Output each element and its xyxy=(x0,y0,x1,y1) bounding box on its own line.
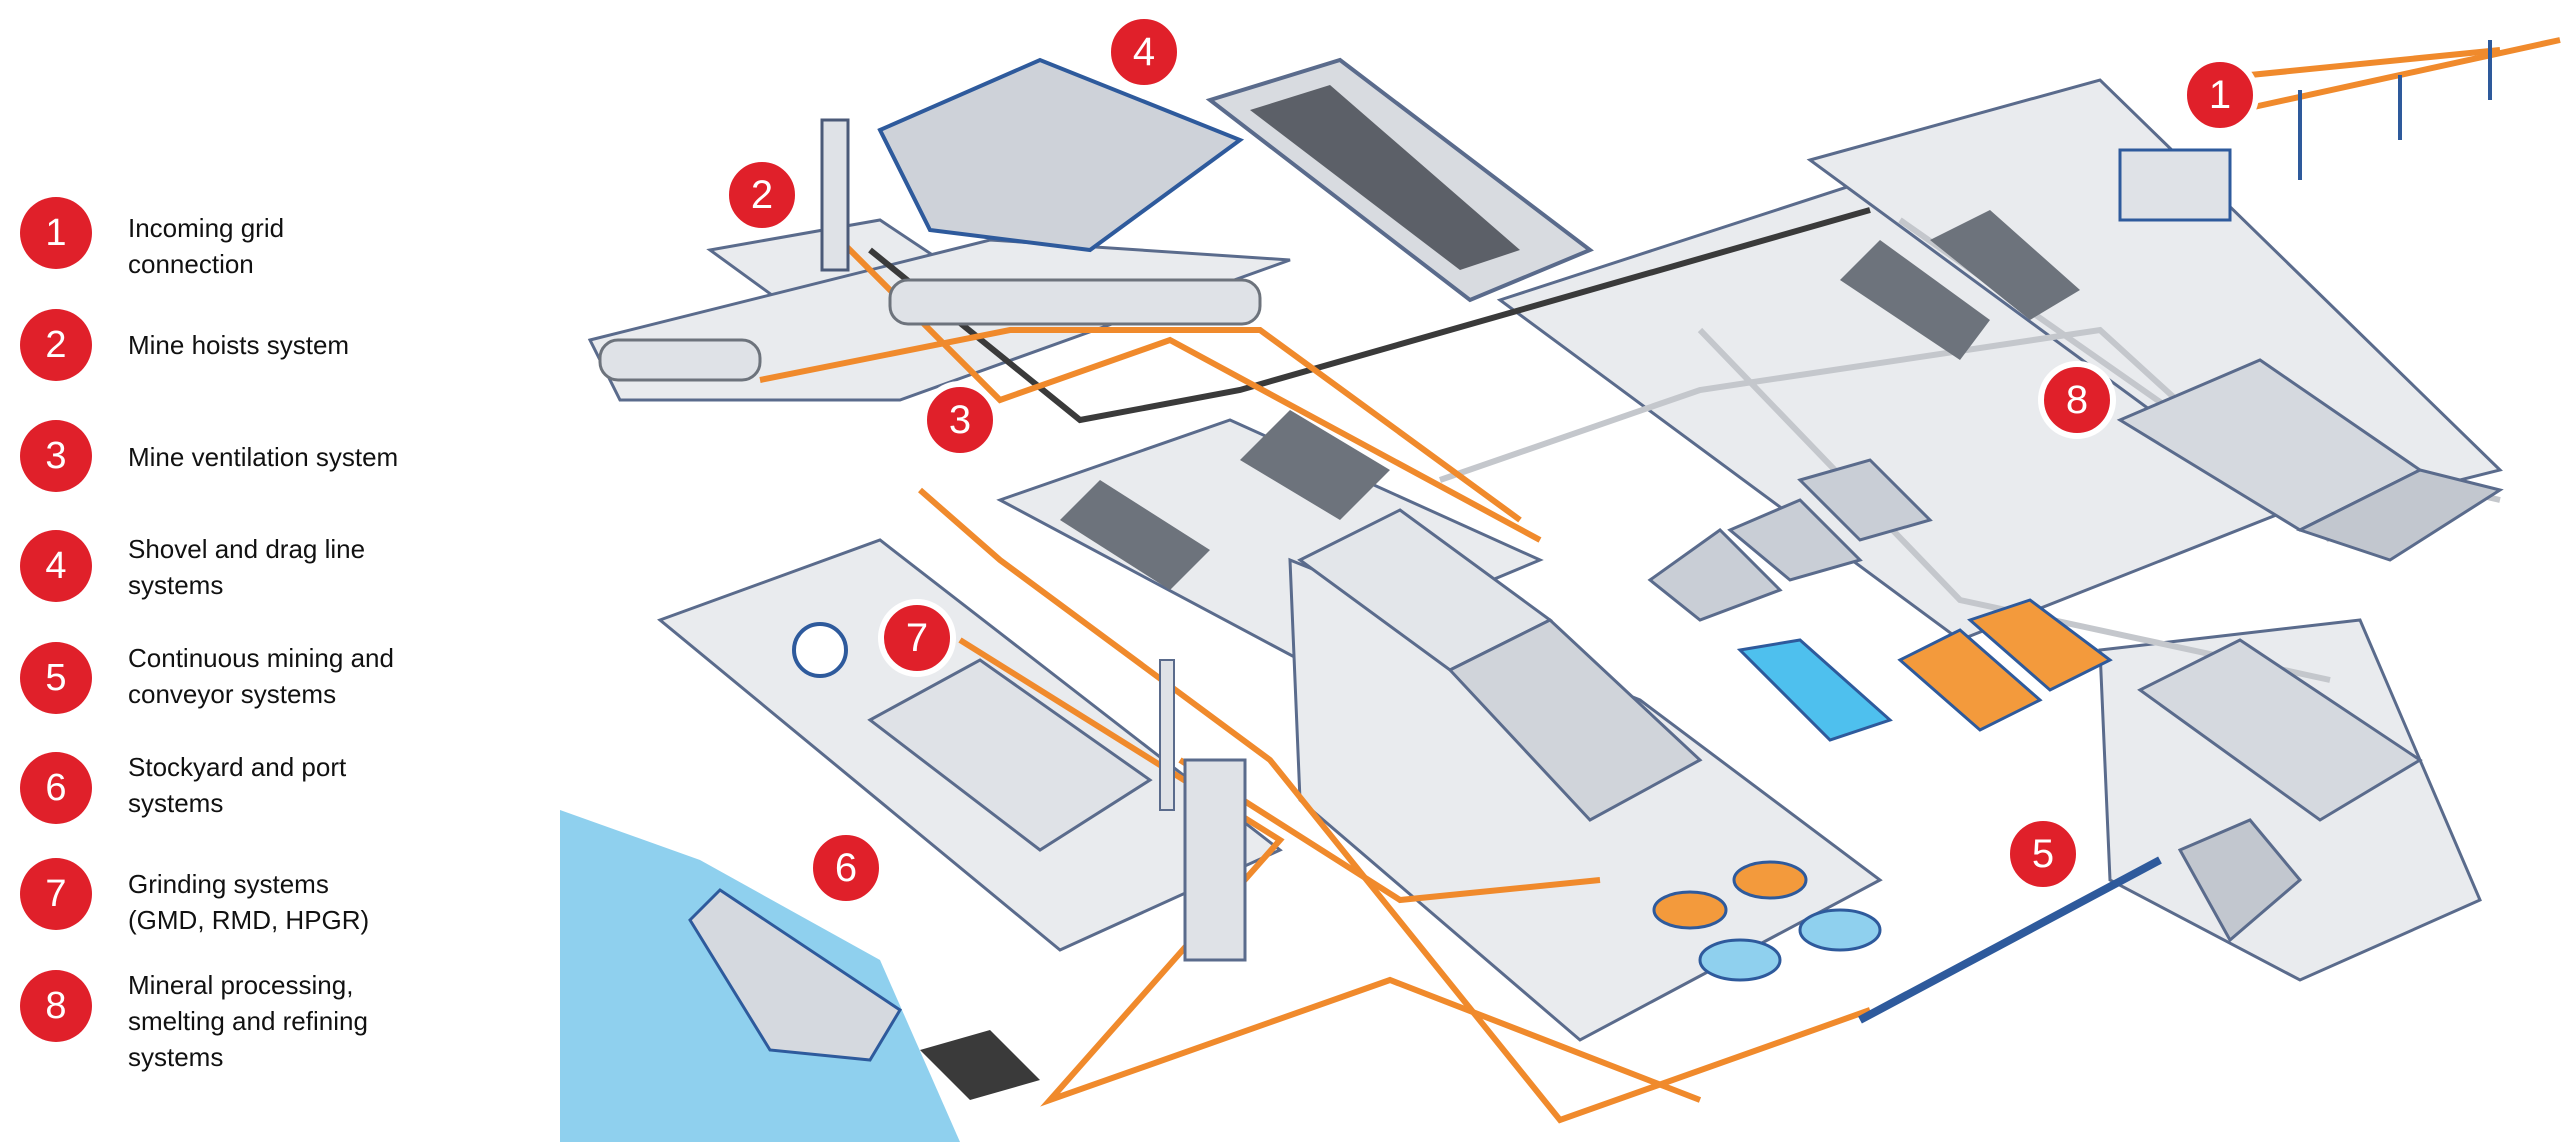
marker-2-label: 2 xyxy=(751,173,773,217)
port-coal-pile xyxy=(920,1030,1040,1100)
marker-1: 1 xyxy=(2181,56,2259,134)
marker-4: 4 xyxy=(1105,13,1183,91)
stockpile-4 xyxy=(1930,210,2080,320)
structures xyxy=(598,40,2504,1100)
marker-6: 6 xyxy=(807,829,885,907)
legend-label-8: Mineral processing, smelting and refinin… xyxy=(128,970,368,1072)
orange-tank-1 xyxy=(1897,628,2043,732)
marker-8: 8 xyxy=(2038,361,2116,439)
marker-7-label: 7 xyxy=(906,616,928,660)
hoist-tower xyxy=(820,118,850,272)
legend-label-3: Mine ventilation system xyxy=(128,442,399,472)
marker-5-label: 5 xyxy=(2032,832,2054,876)
legend-label-2: Mine hoists system xyxy=(128,330,350,360)
orange-tank-2 xyxy=(1967,598,2113,692)
processing-hall-2 xyxy=(1727,498,1863,582)
marker-7: 7 xyxy=(878,599,956,677)
legend-badge-3: 3 xyxy=(20,420,92,492)
legend-badge-6: 6 xyxy=(20,752,92,824)
marker-5: 5 xyxy=(2004,815,2082,893)
thickener-3 xyxy=(1698,938,1782,982)
legend-item-5: 5 Continuous mining and conveyor systems xyxy=(20,642,540,742)
processing-hall-3 xyxy=(1797,458,1933,542)
open-pit xyxy=(877,57,1245,253)
ventilation-tunnel xyxy=(598,338,762,382)
processing-hall-1 xyxy=(1647,528,1783,622)
legend-badge-2: 2 xyxy=(20,309,92,381)
legend-badge-7: 7 xyxy=(20,858,92,930)
legend-badge-5: 5 xyxy=(20,642,92,714)
stockpile-2 xyxy=(1240,410,1390,520)
marker-2: 2 xyxy=(723,156,801,234)
legend-label-5: Continuous mining and conveyor systems xyxy=(128,643,394,709)
legend-item-8: 8 Mineral processing, smelting and refin… xyxy=(20,970,540,1072)
stockpile-3 xyxy=(1840,240,1990,360)
long-conveyor xyxy=(1858,856,2162,1024)
legend-label-7: Grinding systems (GMD, RMD, HPGR) xyxy=(128,869,370,935)
legend-label-6: Stockyard and port systems xyxy=(128,752,347,818)
ship xyxy=(688,888,903,1062)
legend-item-2: 2 Mine hoists system xyxy=(20,309,540,409)
smelter-tower xyxy=(1183,758,1247,962)
marker-8-label: 8 xyxy=(2066,378,2088,422)
legend-item-7: 7 Grinding systems (GMD, RMD, HPGR) xyxy=(20,858,540,958)
substation xyxy=(2118,148,2232,222)
marker-6-label: 6 xyxy=(835,846,857,890)
legend-item-3: 3 Mine ventilation system xyxy=(20,420,540,520)
thickener-1 xyxy=(1652,890,1728,930)
thickener-4 xyxy=(1798,908,1882,952)
grinding-mill-building xyxy=(867,658,1153,852)
legend-item-1: 1 Incoming grid connection xyxy=(20,197,540,297)
smelter-building xyxy=(2137,638,2423,822)
legend-item-4: 4 Shovel and drag line systems xyxy=(20,530,540,630)
legend-item-6: 6 Stockyard and port systems xyxy=(20,752,540,852)
thickener-2 xyxy=(1732,860,1808,900)
legend-badge-1: 1 xyxy=(20,197,92,269)
legend-label-1: Incoming grid connection xyxy=(128,213,285,279)
legend: 1 Incoming grid connection 2 Mine hoists… xyxy=(0,0,560,1142)
marker-1-label: 1 xyxy=(2209,73,2231,117)
chimney xyxy=(1159,659,1175,811)
mine-site-illustration: 1 2 3 4 5 6 7 8 xyxy=(560,13,2561,1142)
marker-4-label: 4 xyxy=(1133,30,1155,74)
legend-badge-4: 4 xyxy=(20,530,92,602)
marker-3: 3 xyxy=(921,381,999,459)
water-pool xyxy=(1736,638,1893,742)
grinding-mill xyxy=(792,622,848,678)
legend-label-4: Shovel and drag line systems xyxy=(128,534,366,600)
stockpile-1 xyxy=(1060,480,1210,590)
legend-badge-8: 8 xyxy=(20,970,92,1042)
marker-3-label: 3 xyxy=(949,398,971,442)
